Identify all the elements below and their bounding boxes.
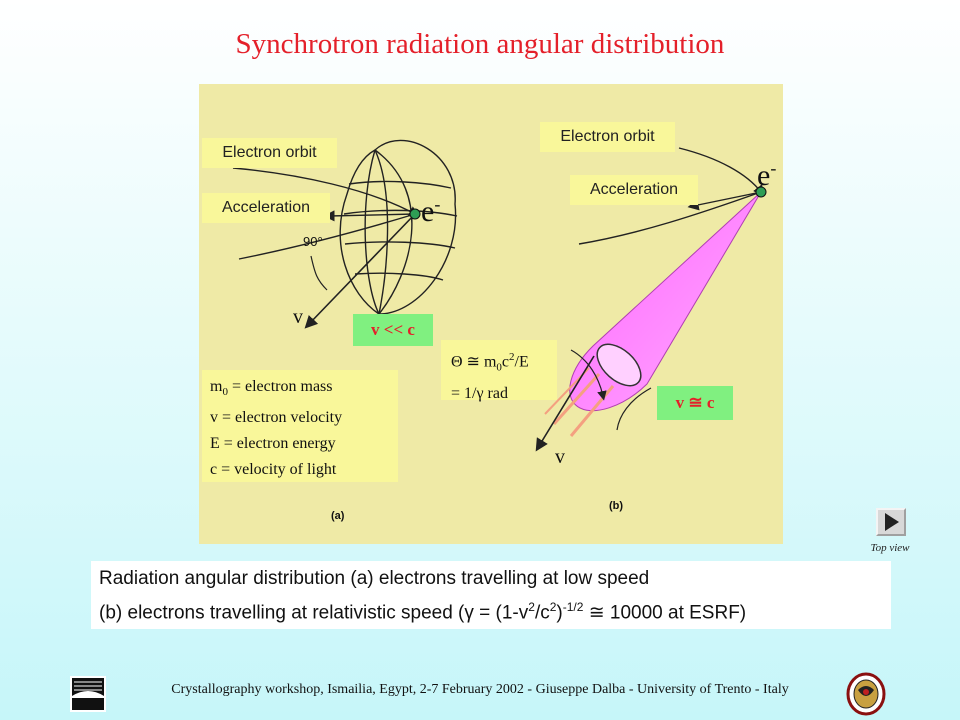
top-view-label: Top view xyxy=(870,542,910,554)
def-mass: m0 = electron mass xyxy=(210,378,333,399)
definitions-box: m0 = electron mass v = electron velocity… xyxy=(202,370,398,482)
electron-dot-b xyxy=(755,186,767,198)
theta-box: Θ ≅ m0c2/E = 1/γ rad xyxy=(441,340,557,402)
accel-label-b: Acceleration xyxy=(570,175,698,205)
iucr-logo-icon xyxy=(70,676,106,712)
footer-text: Crystallography workshop, Ismailia, Egyp… xyxy=(171,682,789,697)
electron-label-a: e- xyxy=(421,194,441,228)
page-title: Synchrotron radiation angular distributi… xyxy=(235,28,725,60)
speed-label-a: v << c xyxy=(353,314,433,346)
electron-dot-a xyxy=(409,208,421,220)
def-velocity: v = electron velocity xyxy=(210,409,343,427)
orbit-label-a: Electron orbit xyxy=(202,138,337,168)
def-energy: E = electron energy xyxy=(210,435,336,453)
dipole-pattern xyxy=(339,139,458,315)
fig-letter-b: (b) xyxy=(609,500,624,512)
theta-gamma: = 1/γ rad xyxy=(451,384,508,402)
electron-label-b: e- xyxy=(757,158,777,192)
theta-formula: Θ ≅ m0c2/E xyxy=(451,351,529,374)
caption-line-1: Radiation angular distribution (a) elect… xyxy=(99,568,650,589)
def-light: c = velocity of light xyxy=(210,461,337,479)
caption-box: Radiation angular distribution (a) elect… xyxy=(91,561,891,629)
velocity-label-b: v xyxy=(555,446,565,468)
speed-label-b: v ≅ c xyxy=(657,386,733,420)
caption-line-2: (b) electrons travelling at relativistic… xyxy=(99,600,747,624)
university-seal-icon xyxy=(846,672,886,716)
play-icon xyxy=(885,513,899,531)
diagram-drawing xyxy=(232,139,767,452)
orbit-label-b: Electron orbit xyxy=(540,122,675,152)
velocity-label-a: v xyxy=(293,306,303,328)
angle-label: 90° xyxy=(303,234,323,249)
fig-letter-a: (a) xyxy=(331,510,345,522)
next-slide-button[interactable] xyxy=(876,508,906,536)
accel-label-a: Acceleration xyxy=(202,193,330,223)
